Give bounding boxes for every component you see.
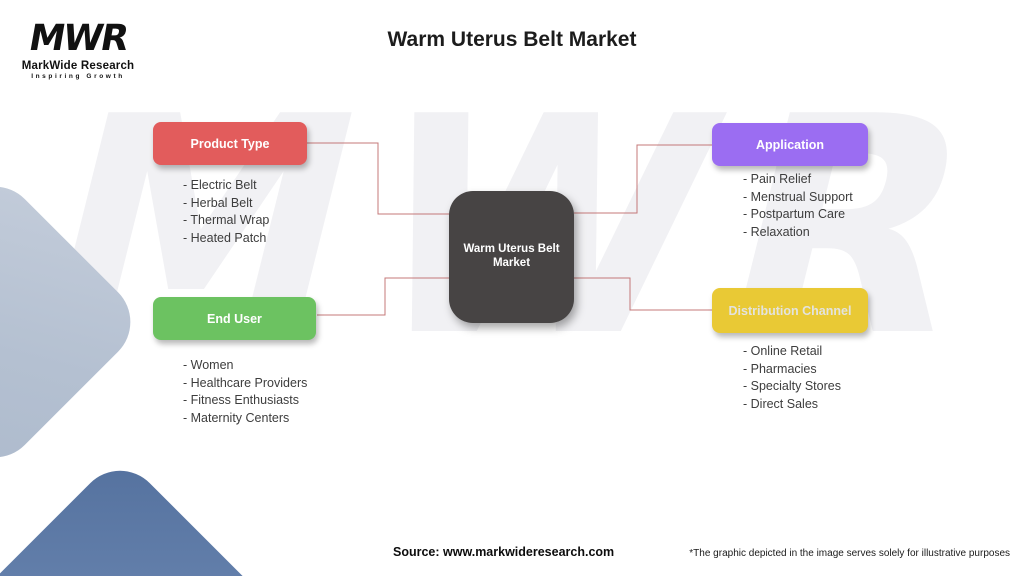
list-item: - Menstrual Support [743, 189, 853, 204]
list-item: - Pharmacies [743, 361, 817, 376]
list-item: - Maternity Centers [183, 410, 290, 425]
product-type-item-list: - Electric Belt - Herbal Belt - Thermal … [183, 177, 269, 247]
disclaimer-text: *The graphic depicted in the image serve… [689, 548, 1010, 559]
node-distribution-channel: Distribution Channel [712, 288, 868, 333]
list-item: - Postpartum Care [743, 207, 846, 221]
node-end-user-label: End User [207, 311, 262, 326]
logo-name: MarkWide Research [21, 59, 135, 72]
application-item-list: - Pain Relief - Menstrual Support - Post… [743, 171, 853, 241]
page-title: Warm Uterus Belt Market [387, 28, 637, 51]
node-application: Application [712, 123, 868, 166]
distribution-channel-item-list: - Online Retail - Pharmacies - Specialty… [743, 343, 841, 413]
list-item: - Direct Sales [743, 396, 819, 411]
list-item: - Women [183, 358, 234, 372]
connector-distribution-channel [574, 277, 712, 311]
list-item: - Herbal Belt [183, 195, 253, 210]
list-item: - Thermal Wrap [183, 213, 270, 227]
list-item: - Pain Relief [743, 172, 812, 186]
list-item: - Relaxation [743, 224, 810, 239]
logo-tagline: Inspiring Growth [31, 72, 125, 80]
node-end-user: End User [153, 297, 316, 340]
list-item: - Fitness Enthusiasts [183, 393, 300, 407]
list-item: - Electric Belt [183, 178, 257, 192]
connector-application [574, 144, 712, 214]
logo: MWR MarkWide Research Inspiring Growth [18, 18, 138, 80]
node-product-type: Product Type [153, 122, 307, 165]
list-item: - Specialty Stores [743, 379, 841, 393]
node-distribution-channel-label: Distribution Channel [728, 303, 852, 318]
center-node-label: Warm Uterus Belt Market [463, 243, 560, 269]
node-product-type-label: Product Type [190, 136, 270, 151]
list-item: - Heated Patch [183, 230, 267, 245]
source-text: Source: www.markwideresearch.com [393, 545, 615, 559]
end-user-item-list: - Women - Healthcare Providers - Fitness… [183, 357, 307, 427]
connector-product-type [307, 142, 450, 215]
list-item: - Healthcare Providers [183, 375, 308, 390]
node-application-label: Application [755, 137, 825, 152]
list-item: - Online Retail [743, 344, 823, 358]
connector-end-user [317, 277, 450, 316]
center-node: Warm Uterus Belt Market [449, 191, 574, 323]
